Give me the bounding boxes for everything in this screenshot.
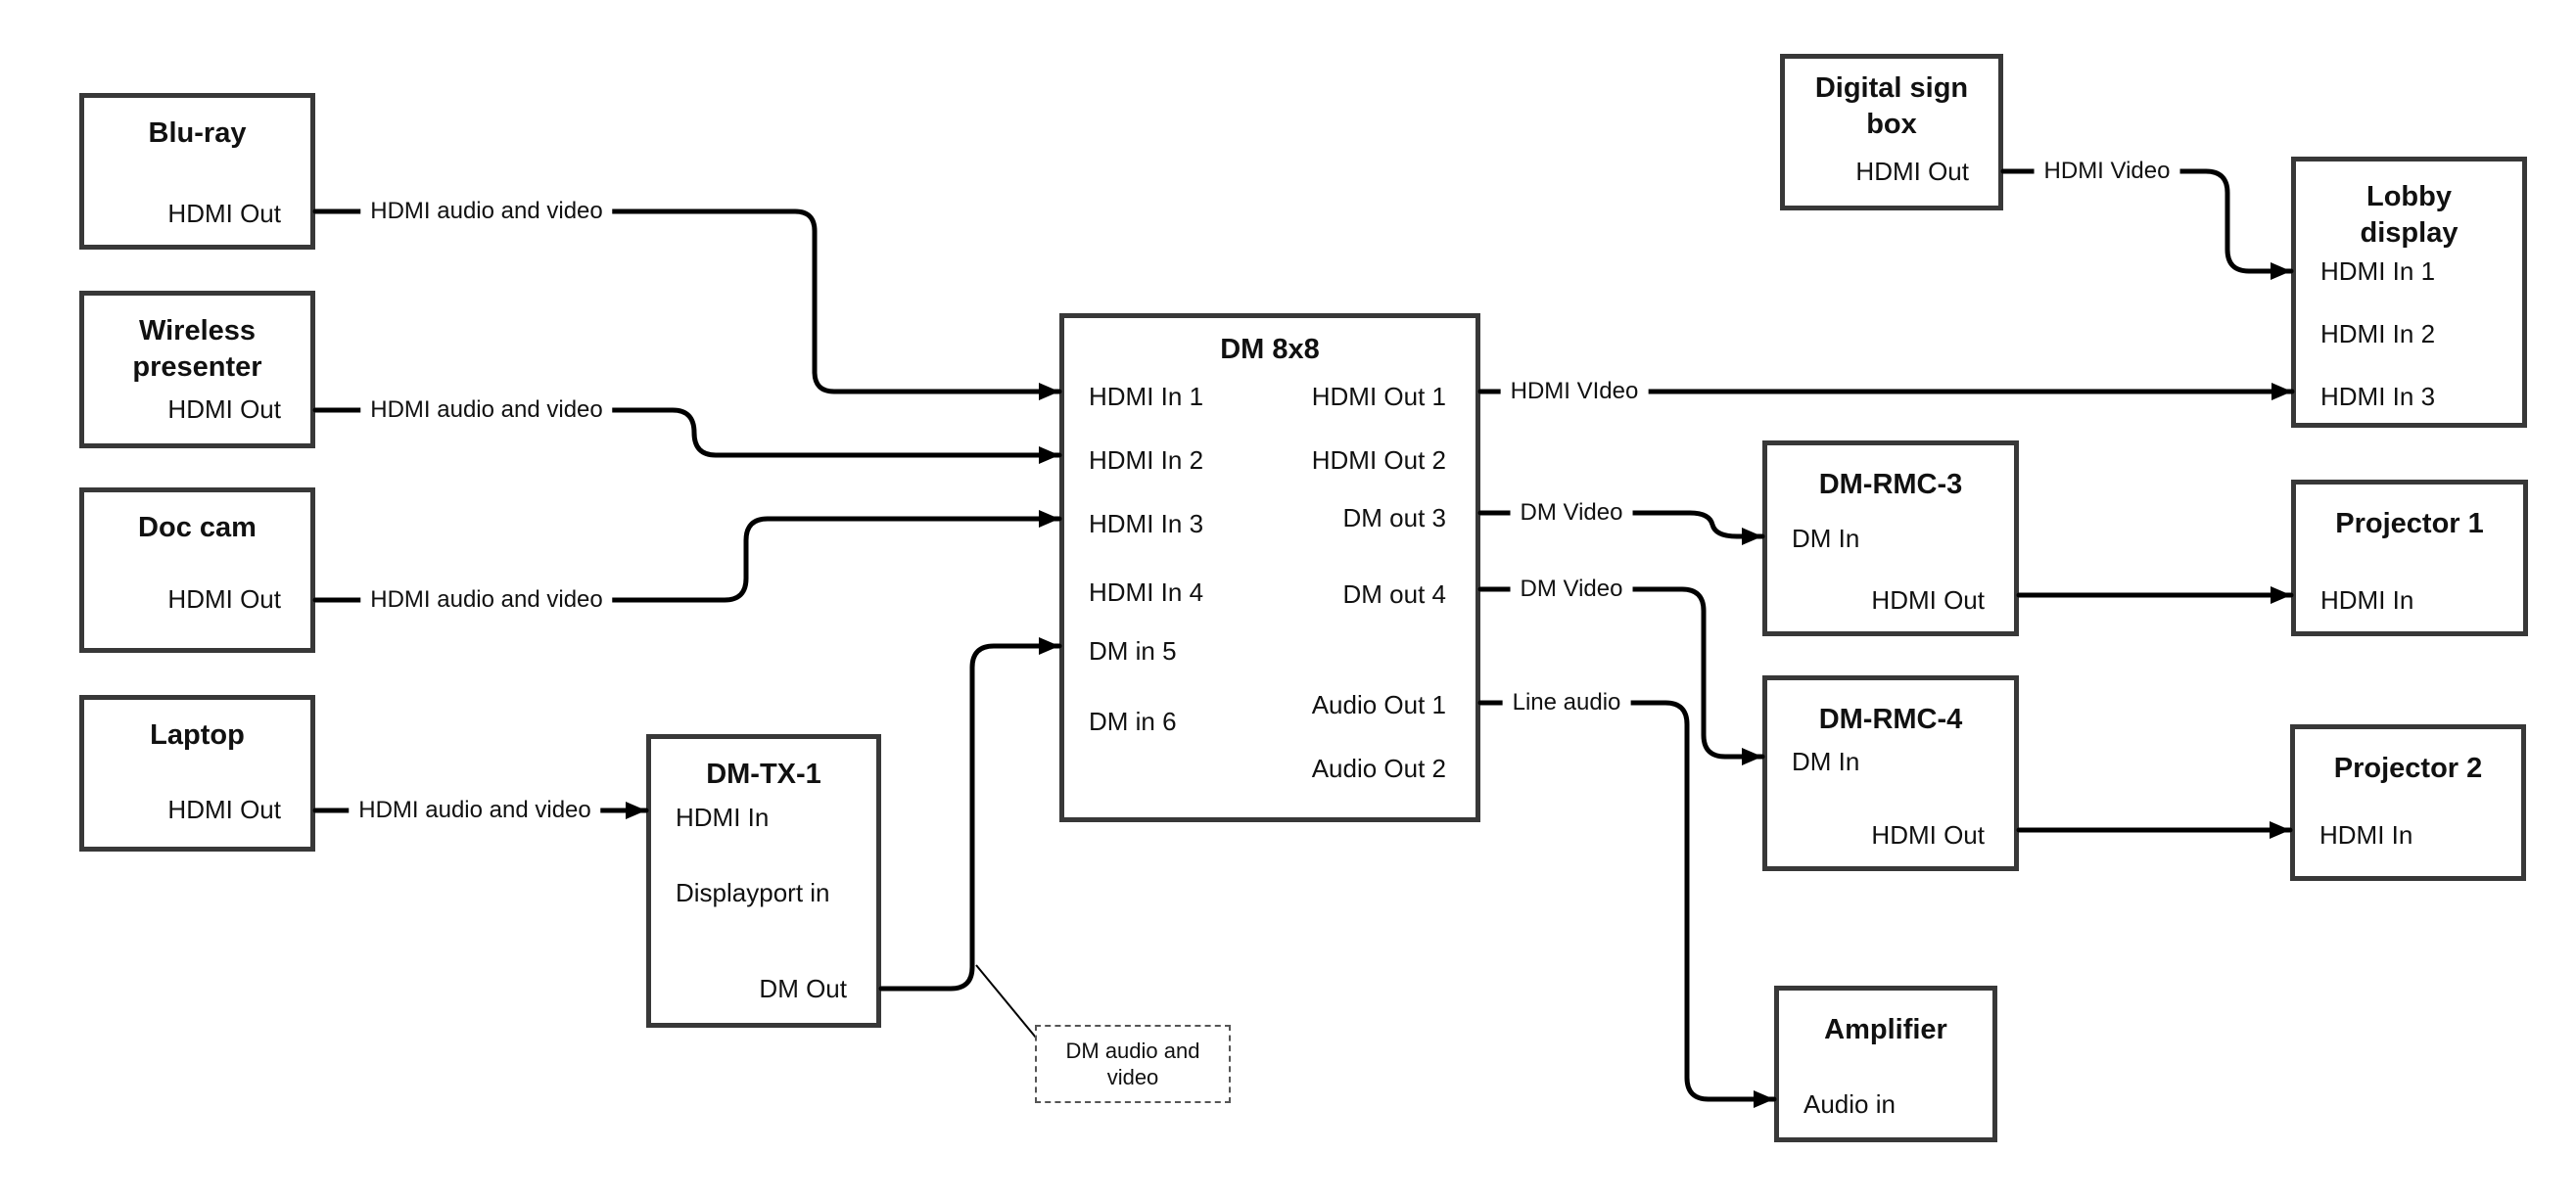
port-hdmi-out-2: HDMI Out 2: [1311, 445, 1446, 475]
node-dm-rmc-4: DM-RMC-4 DM In HDMI Out: [1762, 675, 2019, 871]
node-title: Projector 2: [2333, 753, 2483, 784]
edge-label-line-audio: Line audio: [1502, 687, 1631, 718]
edge-label-hdmi-audio-video-laptop: HDMI audio and video: [349, 795, 601, 826]
port-dm-in-6: DM in 6: [1089, 707, 1177, 736]
port-hdmi-out: HDMI Out: [167, 394, 281, 424]
edge-dm8x8-out4-to-dmrmc4: [1477, 586, 1765, 765]
edge-label-dm-video-rmc3: DM Video: [1510, 497, 1633, 529]
edge-label-hdmi-video-lobby: HDMI VIdeo: [1500, 376, 1649, 407]
port-dm-out: DM Out: [759, 974, 847, 1003]
port-dm-in: DM In: [1792, 747, 1860, 776]
port-hdmi-in-2: HDMI In 2: [1089, 445, 1204, 475]
edge-dmtx1-to-dm8x8-in5: [878, 637, 1062, 992]
node-title: Lobby display: [2360, 181, 2459, 249]
node-projector-2: Projector 2 HDMI In: [2290, 724, 2526, 881]
port-hdmi-out-1: HDMI Out 1: [1311, 382, 1446, 411]
port-audio-out-2: Audio Out 2: [1311, 754, 1446, 783]
port-displayport-in: Displayport in: [676, 878, 830, 907]
port-hdmi-in-1: HDMI In 1: [1089, 382, 1204, 411]
node-title: DM-RMC-4: [1818, 704, 1963, 735]
edge-label-dm-video-rmc4: DM Video: [1510, 574, 1633, 605]
node-wireless-presenter: Wireless presenter HDMI Out: [79, 291, 315, 448]
note-text: DM audio and video: [1065, 1039, 1200, 1089]
node-title: DM-TX-1: [706, 759, 821, 790]
edge-dm8x8-aout1-to-amplifier: [1477, 700, 1777, 1108]
port-hdmi-in-4: HDMI In 4: [1089, 577, 1204, 607]
port-hdmi-in: HDMI In: [676, 803, 770, 832]
port-hdmi-in-2: HDMI In 2: [2320, 319, 2436, 348]
port-hdmi-in: HDMI In: [2320, 585, 2414, 615]
node-projector-1: Projector 1 HDMI In: [2291, 480, 2528, 636]
edge-bluray-to-dm8x8-in1: [312, 208, 1062, 400]
port-hdmi-in-3: HDMI In 3: [2320, 382, 2436, 411]
port-hdmi-out: HDMI Out: [167, 199, 281, 228]
port-hdmi-out: HDMI Out: [1871, 585, 1985, 615]
note-dm-audio-and-video: DM audio and video: [1035, 1025, 1231, 1103]
node-digital-sign-box: Digital sign box HDMI Out: [1780, 54, 2003, 210]
port-hdmi-out: HDMI Out: [167, 795, 281, 824]
port-dm-out-3: DM out 3: [1342, 503, 1447, 532]
port-hdmi-out: HDMI Out: [1871, 820, 1985, 850]
port-audio-out-1: Audio Out 1: [1311, 690, 1446, 719]
node-title: Blu-ray: [148, 117, 247, 149]
node-lobby-display: Lobby display HDMI In 1 HDMI In 2 HDMI I…: [2291, 157, 2527, 428]
edge-label-hdmi-audio-video-bluray: HDMI audio and video: [360, 196, 613, 227]
port-hdmi-in: HDMI In: [2319, 820, 2413, 850]
edge-label-hdmi-video-sign: HDMI Video: [2034, 156, 2180, 187]
port-audio-in: Audio in: [1803, 1089, 1896, 1119]
port-hdmi-in-3: HDMI In 3: [1089, 509, 1204, 538]
node-amplifier: Amplifier Audio in: [1774, 986, 1997, 1142]
node-doc-cam: Doc cam HDMI Out: [79, 487, 315, 653]
node-title: Digital sign box: [1814, 72, 1969, 140]
port-hdmi-out: HDMI Out: [167, 584, 281, 614]
edge-label-hdmi-audio-video-doccam: HDMI audio and video: [360, 584, 613, 616]
node-title: Laptop: [150, 719, 245, 751]
node-title: DM-RMC-3: [1818, 469, 1963, 500]
port-dm-in-5: DM in 5: [1089, 636, 1177, 666]
port-dm-out-4: DM out 4: [1342, 579, 1447, 609]
port-hdmi-out: HDMI Out: [1855, 157, 1969, 186]
node-title: Wireless presenter: [132, 315, 262, 383]
node-dm-tx-1: DM-TX-1 HDMI In Displayport in DM Out: [646, 734, 881, 1028]
node-dm-8x8: DM 8x8 HDMI In 1 HDMI In 2 HDMI In 3 HDM…: [1059, 313, 1480, 822]
node-bluray: Blu-ray HDMI Out: [79, 93, 315, 250]
port-hdmi-in-1: HDMI In 1: [2320, 256, 2436, 286]
node-title: Amplifier: [1824, 1014, 1947, 1045]
node-title: Projector 1: [2335, 508, 2484, 539]
note-callout-line: [975, 964, 1037, 1039]
edge-label-hdmi-audio-video-wireless: HDMI audio and video: [360, 394, 613, 426]
node-title: Doc cam: [138, 512, 257, 543]
node-dm-rmc-3: DM-RMC-3 DM In HDMI Out: [1762, 440, 2019, 636]
port-dm-in: DM In: [1792, 524, 1860, 553]
node-title: DM 8x8: [1220, 334, 1320, 365]
node-laptop: Laptop HDMI Out: [79, 695, 315, 852]
